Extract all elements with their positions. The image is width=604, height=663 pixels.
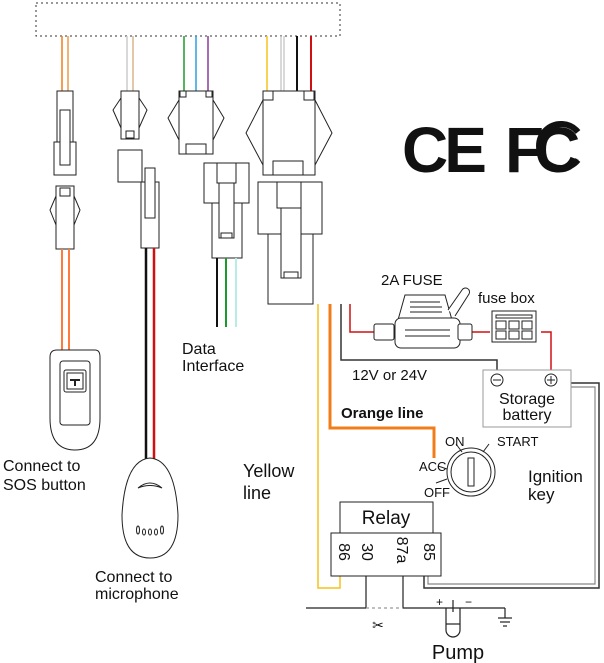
ignition-key-icon: [446, 447, 496, 497]
top-wires: [61, 36, 312, 92]
yellow-line-label-1: Yellow: [243, 461, 295, 481]
data-interface-label-1: Data: [182, 341, 216, 358]
orange-line-label: Orange line: [341, 405, 424, 422]
fuse-box-icon: [491, 310, 537, 343]
yellow-line-label-2: line: [243, 483, 271, 503]
relay-pin-86: 86: [335, 543, 352, 561]
fuse-box-label: fuse box: [478, 290, 535, 307]
sos-label-2: SOS button: [3, 477, 86, 494]
ignition-start: START: [497, 434, 538, 449]
microphone-label-1: Connect to: [95, 569, 172, 586]
fuse-icon: [373, 287, 473, 349]
voltage-label: 12V or 24V: [352, 367, 427, 384]
ignition-label-2: key: [528, 485, 555, 504]
sos-connector: [49, 90, 81, 250]
relay-pin-87a: 87a: [393, 537, 410, 564]
sos-label-1: Connect to: [3, 458, 80, 475]
fcc-logo: FC: [505, 114, 589, 186]
device-outline: [35, 2, 341, 37]
data-interface-label-2: Interface: [182, 358, 244, 375]
ignition-off: OFF: [424, 485, 450, 500]
microphone-connector: [112, 90, 148, 183]
relay-pin-30: 30: [358, 543, 375, 561]
power-connector: [245, 90, 333, 305]
fuse-label: 2A FUSE: [381, 272, 443, 289]
sos-button-icon: [49, 349, 101, 451]
mic-plug-final: [140, 167, 160, 249]
scissors-icon: ✂: [372, 617, 384, 633]
relay-body: [330, 532, 442, 577]
pump-positive: +: [436, 595, 443, 609]
battery-label-2: battery: [503, 407, 552, 424]
microphone-label-2: microphone: [95, 586, 179, 603]
ce-mark: CE: [402, 114, 485, 186]
battery-negative-icon: [490, 373, 504, 387]
battery-label-1: Storage: [499, 391, 555, 408]
relay-label: Relay: [362, 508, 411, 529]
relay-header: [339, 501, 434, 534]
pump-label: Pump: [432, 642, 484, 663]
pump-negative: −: [465, 595, 472, 609]
battery-positive-icon: [544, 373, 558, 387]
pump-circuit: [306, 576, 512, 638]
microphone-icon: [121, 457, 179, 559]
ignition-on: ON: [445, 434, 465, 449]
ignition-acc: ACC: [419, 459, 446, 474]
relay-pin-85: 85: [420, 543, 437, 561]
data-connector: [167, 90, 250, 259]
ce-logo: CE: [402, 114, 489, 186]
ignition-label-1: Ignition: [528, 467, 583, 486]
storage-battery: [482, 369, 572, 428]
